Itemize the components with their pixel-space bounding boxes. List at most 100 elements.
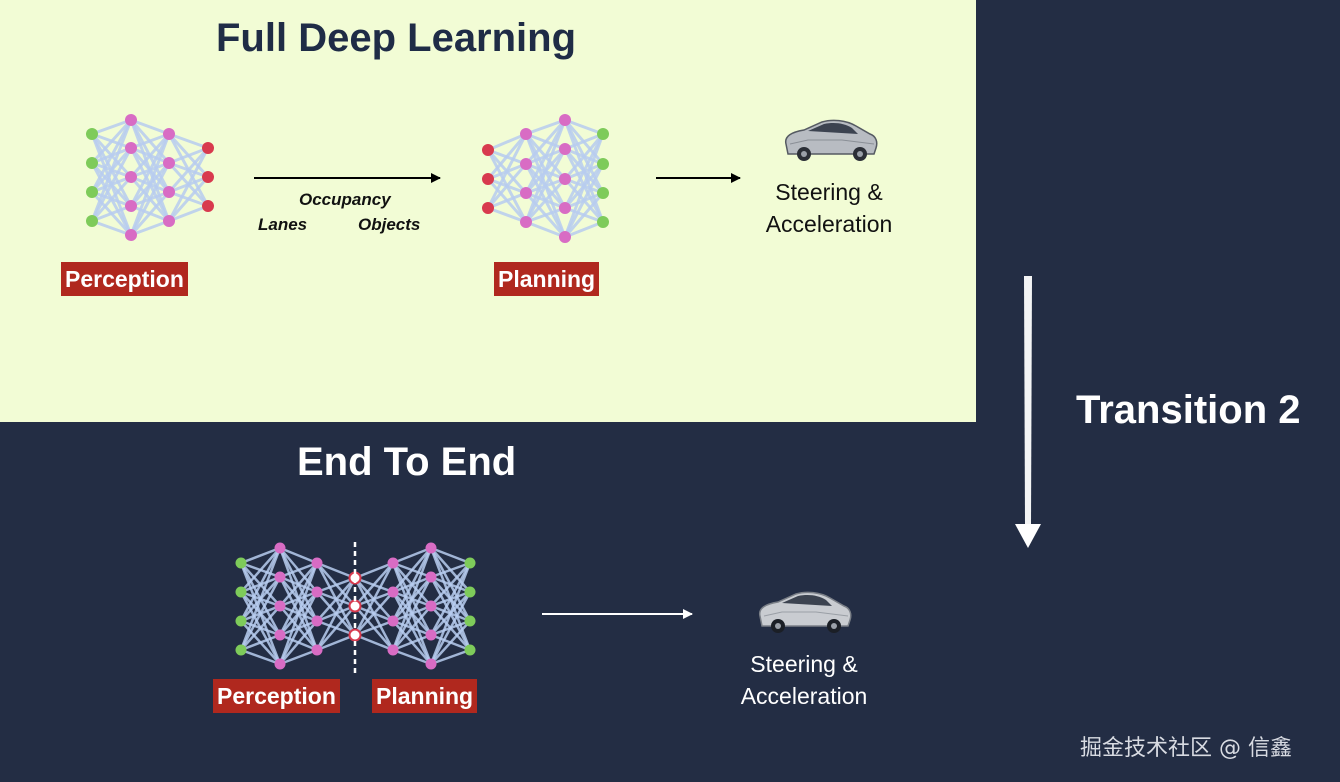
network-edge [392,546,432,565]
network-edge [239,547,282,622]
network-node [235,586,247,598]
network-edge [167,147,210,193]
network-edge [316,605,356,651]
network-edge [240,633,281,652]
output-label-top: Steering & Acceleration [739,176,919,240]
network-node [163,215,175,227]
network-edge [392,547,432,593]
network-edge [563,133,605,209]
network-node [425,571,437,583]
network-edge [564,132,604,151]
network-edge [167,147,210,222]
planning-badge-bottom: Planning [372,679,478,713]
transition-label: Transition 2 [1076,388,1301,432]
network-edge [486,133,528,209]
network-edge [167,176,210,222]
network-node [163,157,175,169]
network-node [163,128,175,140]
network-node [464,644,476,656]
network-node [482,144,494,156]
network-edge [240,546,281,565]
network-node [387,557,399,569]
network-edge [430,562,471,607]
network-node [311,615,323,627]
network-edge [563,163,605,238]
network-node [125,229,137,241]
network-edge [486,163,528,209]
network-node [311,557,323,569]
perception-network-top [86,114,214,241]
network-edge [524,148,567,223]
network-edge [430,561,471,579]
network-edge [129,133,171,178]
network-edge [524,119,567,223]
network-node [311,586,323,598]
network-edge [90,118,133,165]
network-edge [430,620,471,665]
network-node [125,142,137,154]
network-edge [90,119,133,193]
network-edge [486,133,528,180]
network-edge [240,605,281,651]
network-edge [391,547,433,651]
network-node [425,658,437,670]
network-edge [354,619,394,637]
network-edge [278,562,319,636]
network-node [163,186,175,198]
network-edge [429,562,472,665]
network-node [274,542,286,554]
network-edge [353,562,395,636]
car-icon [784,119,878,161]
network-node [125,114,137,126]
network-edge [239,576,282,651]
network-edge [129,133,171,207]
network-node [202,142,214,154]
network-edge [90,176,133,222]
network-edge [90,119,133,222]
network-node [425,542,437,554]
car-icon [758,591,852,633]
network-node [202,200,214,212]
network-node [202,171,214,183]
network-node [125,171,137,183]
network-edge [429,591,472,665]
network-node [520,158,532,170]
network-edge [564,118,604,136]
network-edge [563,133,605,180]
network-node [387,644,399,656]
network-edge [392,648,432,666]
network-node [125,200,137,212]
network-edge [316,577,356,622]
network-node [520,187,532,199]
network-node [425,629,437,641]
network-edge [487,191,527,210]
network-node [464,586,476,598]
network-node [464,615,476,627]
output-line-2: Acceleration [740,683,868,709]
network-node [86,186,98,198]
objects-label: Objects [358,215,421,234]
perception-badge-top: Perception [61,262,188,296]
network-edge [430,648,471,666]
network-node [274,658,286,670]
network-node [597,187,609,199]
network-edge [316,576,356,594]
network-node [482,202,494,214]
network-edge [563,192,605,238]
network-edge [91,204,132,223]
network-edge [564,220,604,239]
network-node [274,629,286,641]
network-edge [524,177,567,224]
output-line-1: Steering & [750,651,858,677]
network-edge [524,119,567,165]
network-edge [487,206,527,224]
network-node [520,216,532,228]
network-edge [563,133,605,238]
network-node [559,173,571,185]
perception-badge-bottom: Perception [213,679,340,713]
network-edge [129,162,171,236]
network-node [559,202,571,214]
network-edge [279,546,318,565]
network-edge [278,591,319,665]
network-edge [316,561,356,580]
